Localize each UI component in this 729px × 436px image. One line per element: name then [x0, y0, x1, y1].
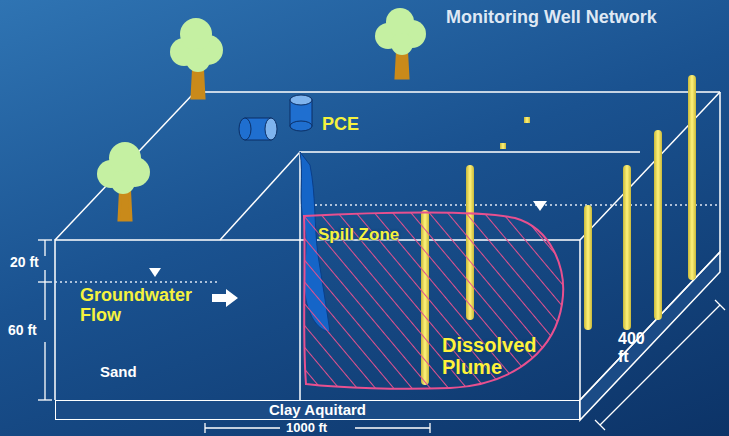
dimension: 400 ft: [618, 330, 654, 365]
dimension: 60 ft: [8, 323, 37, 338]
pce-label: PCE: [322, 115, 359, 135]
spill-zone-label: Spill Zone: [318, 226, 399, 245]
flow-arrow: [212, 289, 238, 307]
flow-label: Groundwater Flow: [80, 286, 208, 326]
trees: [97, 8, 426, 220]
node-text: Dissolved Plume: [442, 334, 554, 378]
clay-side: [580, 252, 720, 420]
aquifer-box: [55, 92, 720, 400]
node-text: Clay Aquitard: [269, 402, 366, 419]
clay-aquitard-band: Clay Aquitard: [55, 400, 580, 420]
pce-drums: [239, 95, 312, 140]
dimension: 20 ft: [10, 255, 39, 270]
dimension: 1000 ft: [286, 421, 327, 435]
diagram-title: Monitoring Well Network: [446, 8, 657, 28]
soil-label: Sand: [100, 364, 137, 381]
